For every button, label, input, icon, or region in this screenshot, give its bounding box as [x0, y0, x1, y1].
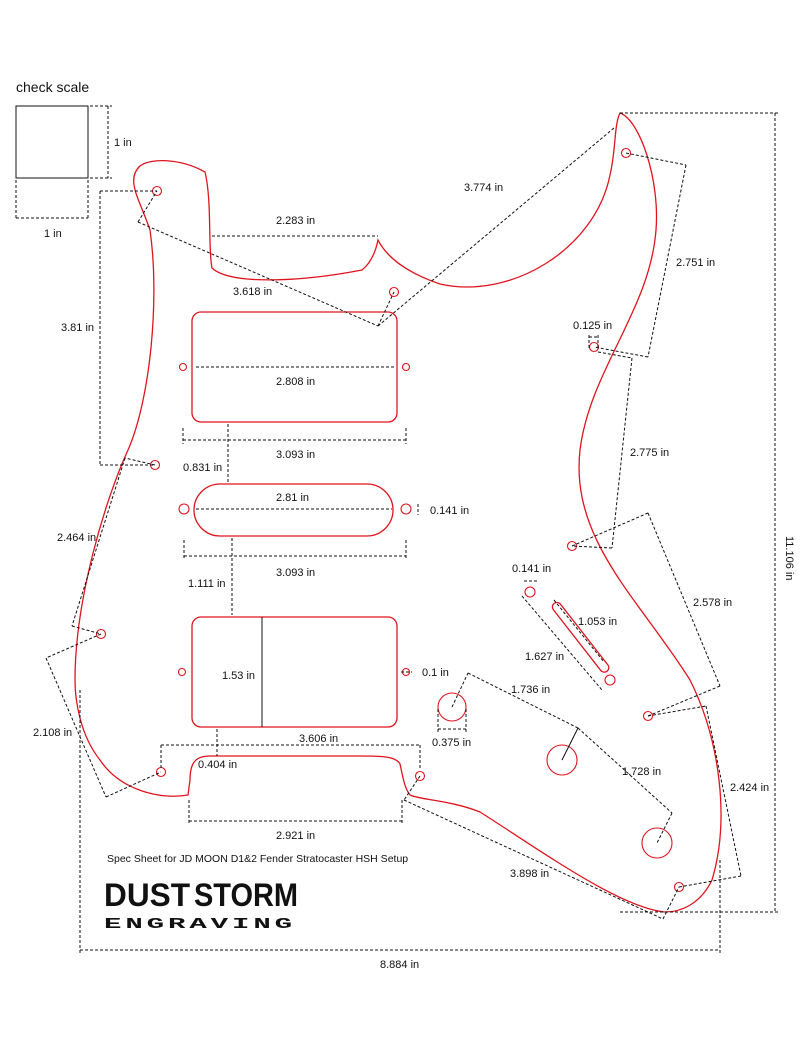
dim-01-label: 0.1 in [422, 667, 449, 679]
dim-3093-top-label: 3.093 in [276, 449, 315, 461]
dimension-3093-middle [183, 540, 407, 560]
dim-2808-label: 2.808 in [276, 376, 315, 388]
switch-screw-hole [524, 586, 536, 598]
screw-hole [95, 628, 107, 640]
dimension-2108 [45, 633, 162, 798]
check-scale-title: check scale [16, 79, 89, 95]
dim-1111-label: 1.111 in [188, 578, 226, 590]
dim-381-label: 3.81 in [61, 322, 94, 334]
dim-281-label: 2.81 in [276, 492, 309, 504]
dimension-1728 [561, 727, 673, 844]
dim-2775-label: 2.775 in [630, 447, 669, 459]
dim-2578-label: 2.578 in [693, 597, 732, 609]
middle-single-coil-cavity [193, 483, 394, 537]
bottom-humbucker-left-hole [177, 667, 187, 677]
brand-word-dust: DUST [104, 877, 190, 913]
dim-8884-label: 8.884 in [380, 959, 419, 971]
check-scale-square [15, 105, 89, 179]
dim-1728-label: 1.728 in [622, 766, 661, 778]
screw-hole [620, 147, 632, 159]
dim-11106-label: 11.106 in [783, 536, 795, 580]
dim-3898-label: 3.898 in [510, 868, 549, 880]
dim-2464-label: 2.464 in [57, 532, 96, 544]
dimension-1053 [553, 599, 605, 663]
dimension-3618 [137, 190, 395, 327]
top-humbucker-right-hole [401, 362, 411, 372]
dimension-8884 [79, 690, 721, 955]
dimension-3774 [377, 127, 615, 327]
dim-1736-label: 1.736 in [511, 684, 550, 696]
dimension-2775 [571, 351, 633, 549]
bottom-humbucker-cavity [191, 616, 398, 728]
spec-sheet-title: Spec Sheet for JD MOON D1&2 Fender Strat… [107, 853, 408, 865]
selector-switch-slot [551, 601, 610, 673]
dimension-0125 [588, 335, 599, 350]
dim-0831-label: 0.831 in [183, 462, 222, 474]
dim-2921-label: 2.921 in [276, 830, 315, 842]
screw-hole [673, 881, 685, 893]
dimension-2424 [647, 705, 742, 888]
dim-0141-switch-label: 0.141 in [512, 563, 551, 575]
dim-2751-label: 2.751 in [676, 257, 715, 269]
dimension-3606 [160, 744, 421, 770]
dim-3093-middle-label: 3.093 in [276, 567, 315, 579]
dim-3774-label: 3.774 in [464, 182, 503, 194]
dim-2283-label: 2.283 in [276, 215, 315, 227]
dim-0141-middle-label: 0.141 in [430, 505, 469, 517]
check-scale-width-dimension [15, 180, 89, 220]
brand-word-storm: STORM [194, 877, 298, 913]
dimension-1627 [521, 595, 603, 691]
jack-hole [437, 692, 467, 722]
screw-hole [388, 286, 400, 298]
dim-1627-label: 1.627 in [525, 651, 564, 663]
dim-0375-label: 0.375 in [432, 737, 471, 749]
dimension-2751 [593, 152, 687, 358]
screw-hole [642, 710, 654, 722]
brand-logo: DUST STORM ENGRAVING [104, 877, 298, 933]
dimension-2578 [571, 512, 721, 717]
dim-0125-label: 0.125 in [573, 320, 612, 332]
dim-0404-label: 0.404 in [198, 759, 237, 771]
pickguard-outline [74, 112, 722, 913]
volume-pot-hole [546, 744, 578, 776]
middle-pickup-left-hole [178, 503, 190, 515]
screw-hole [588, 341, 600, 353]
dim-1053-label: 1.053 in [578, 616, 617, 628]
top-humbucker-cavity [191, 311, 398, 423]
dimension-3093-top [182, 428, 407, 444]
dim-2424-label: 2.424 in [730, 782, 769, 794]
screw-hole [414, 770, 426, 782]
middle-pickup-right-hole [400, 503, 412, 515]
check-scale-height-dimension [90, 105, 112, 179]
dimension-2921 [188, 800, 403, 825]
top-humbucker-left-hole [178, 362, 188, 372]
dim-2108-label: 2.108 in [33, 727, 72, 739]
dimension-3898 [403, 775, 680, 920]
dim-3618-label: 3.618 in [233, 286, 272, 298]
check-scale-width-label: 1 in [44, 228, 62, 240]
dim-153-label: 1.53 in [222, 670, 255, 682]
switch-screw-hole [604, 674, 616, 686]
check-scale-height-label: 1 in [114, 137, 132, 149]
dimension-0375 [437, 709, 467, 733]
dim-3606-label: 3.606 in [299, 733, 338, 745]
tone-pot-hole [641, 827, 673, 859]
brand-subtitle: ENGRAVING [104, 916, 296, 933]
dimension-381 [99, 190, 157, 466]
dimension-2464 [71, 457, 156, 635]
